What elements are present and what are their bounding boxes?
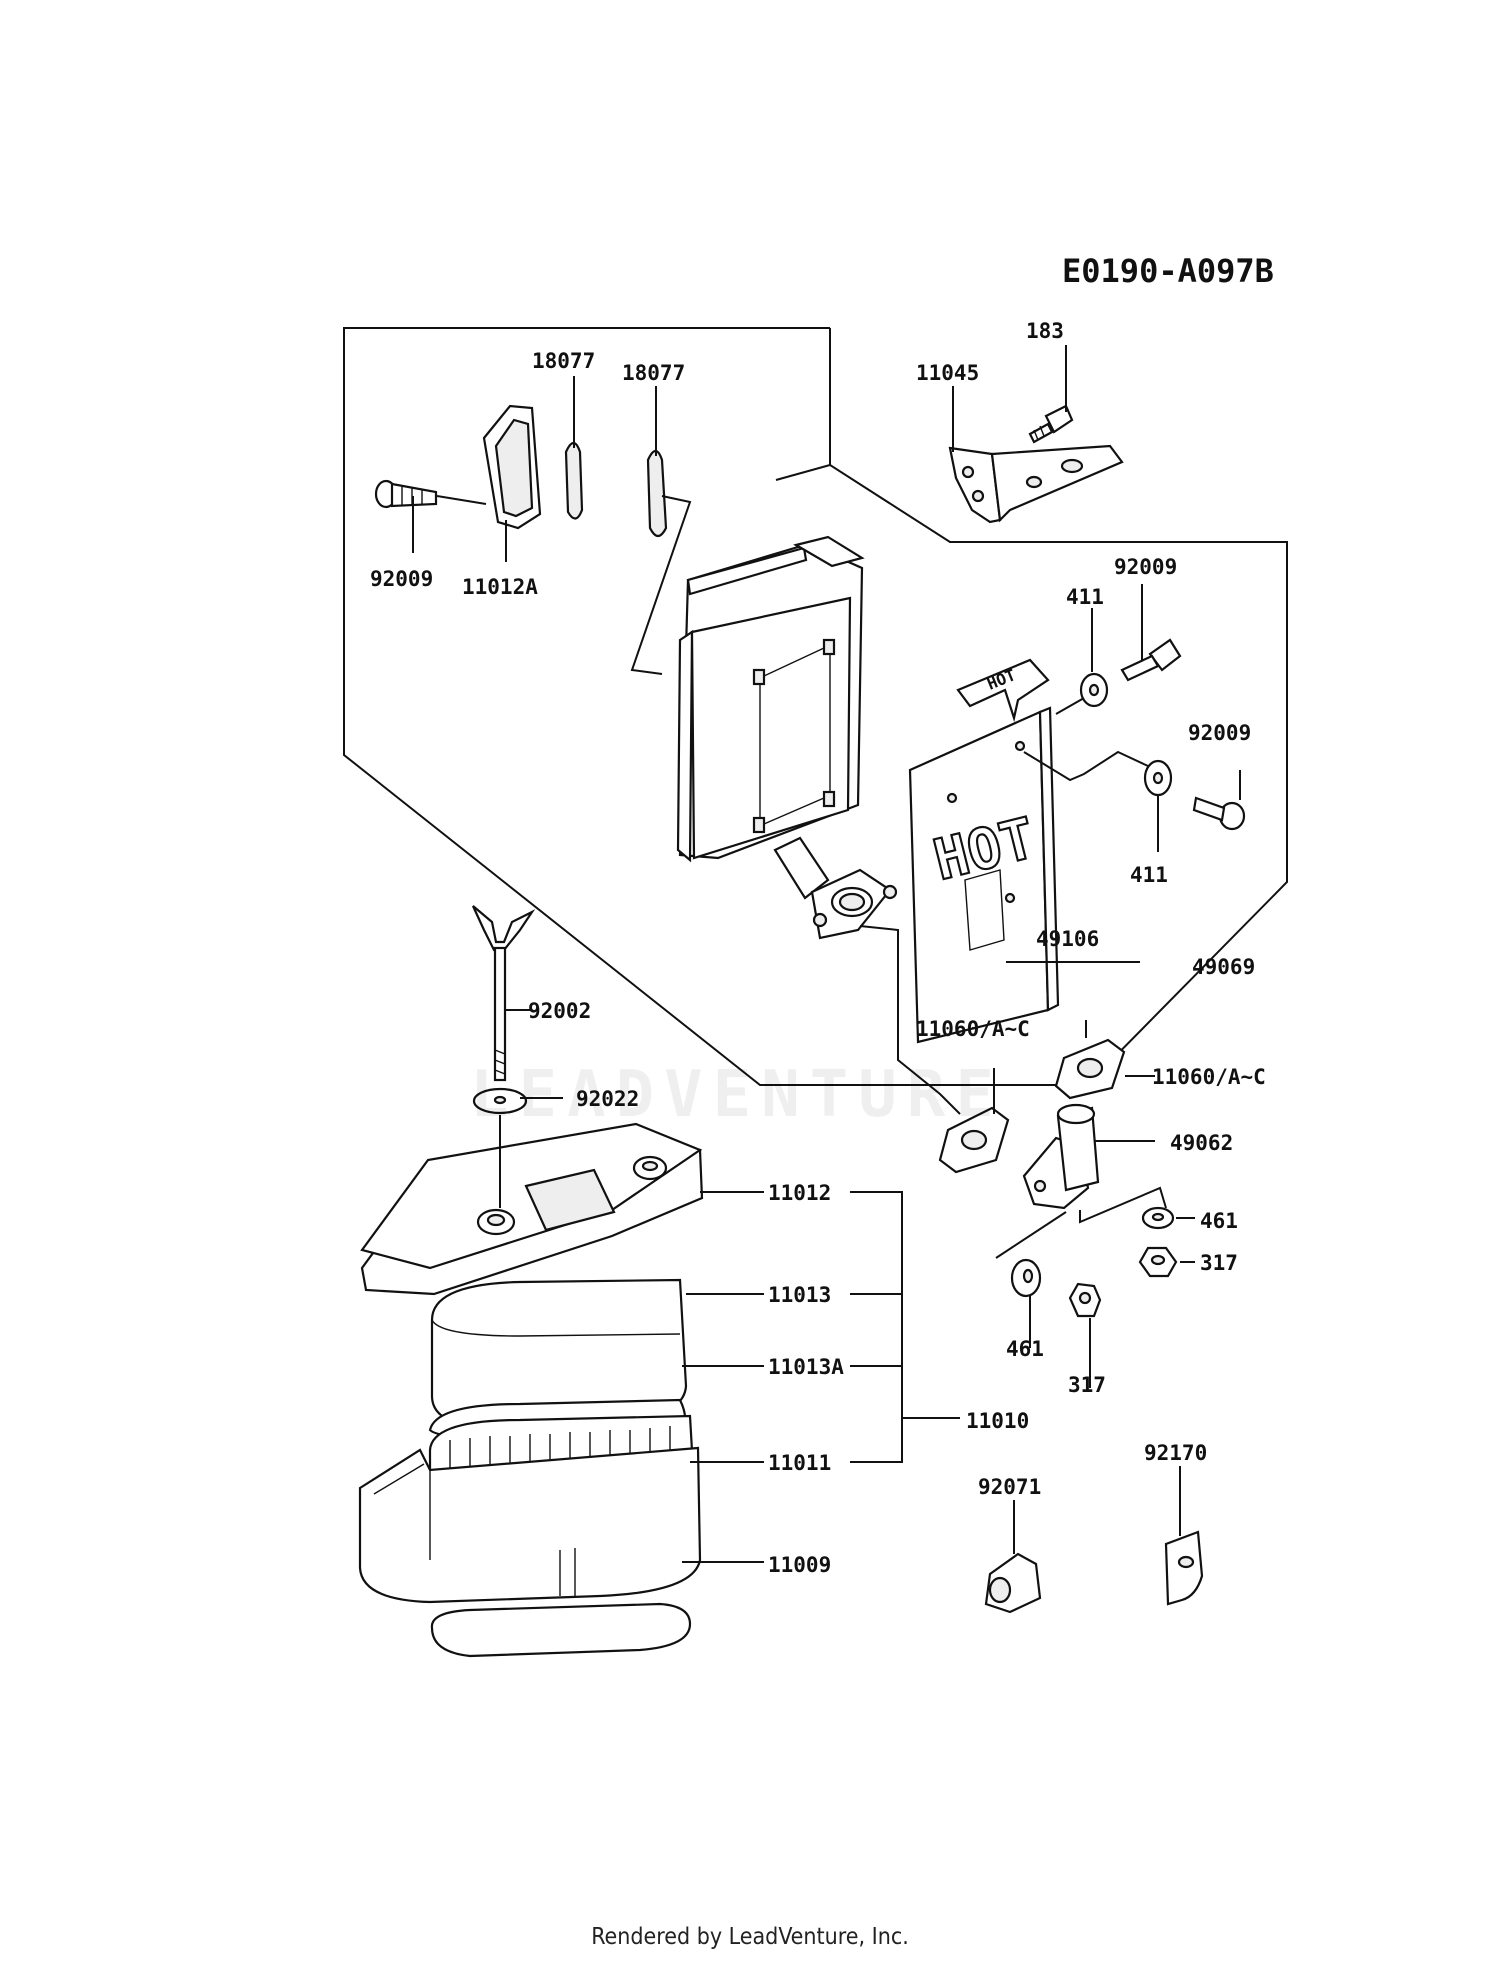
bolt-92009-right-upper: [1120, 638, 1182, 682]
label-317-left: 317: [1068, 1373, 1106, 1397]
leader-lines: [412, 345, 1241, 1563]
washer-411-upper: [1079, 672, 1109, 708]
rubber-cap-92071: [984, 1552, 1042, 1614]
footer-credit: Rendered by LeadVenture, Inc.: [591, 1924, 909, 1950]
label-18077-b: 18077: [622, 361, 685, 385]
label-11060-b: 11060/A~C: [1152, 1065, 1266, 1089]
clamp-92170: [1164, 1530, 1204, 1606]
muffler-exhaust-pipe: [773, 836, 898, 940]
lock-washer-461-left: [1010, 1258, 1042, 1298]
exhaust-pipe-joint: [1022, 1103, 1100, 1210]
label-183: 183: [1026, 319, 1064, 343]
label-92170: 92170: [1144, 1441, 1207, 1465]
label-49106: 49106: [1036, 927, 1099, 951]
label-11045: 11045: [916, 361, 979, 385]
bolt-92009-right-lower: [1192, 796, 1246, 831]
wing-bolt-92002: [472, 905, 536, 1082]
label-18077-a: 18077: [532, 349, 595, 373]
label-49062: 49062: [1170, 1131, 1233, 1155]
label-92071: 92071: [978, 1475, 1041, 1499]
nut-317-right: [1138, 1246, 1178, 1278]
label-461-left: 461: [1006, 1337, 1044, 1361]
label-92009-right-lower: 92009: [1188, 721, 1251, 745]
heat-shield: HOT HOT: [908, 658, 1060, 1044]
label-92009-right-upper: 92009: [1114, 555, 1177, 579]
watermark: LEADVENTURE: [470, 1058, 1004, 1132]
washer-92022: [472, 1087, 528, 1115]
label-11013a: 11013A: [768, 1355, 844, 1379]
lock-washer-461-right: [1141, 1206, 1175, 1230]
label-461-right: 461: [1200, 1209, 1238, 1233]
label-317-right: 317: [1200, 1251, 1238, 1275]
washer-411-lower: [1143, 759, 1173, 797]
gasket-18077-a: [564, 441, 584, 520]
label-11012: 11012: [768, 1181, 831, 1205]
label-11011: 11011: [768, 1451, 831, 1475]
label-11013: 11013: [768, 1283, 831, 1307]
diagram-code: E0190-A097B: [1062, 252, 1274, 290]
bolt-92009-left: [374, 479, 438, 509]
label-92002: 92002: [528, 999, 591, 1023]
muffler-assembly-frame: [343, 327, 1288, 1086]
label-11060-a: 11060/A~C: [916, 1017, 1030, 1041]
gasket-18077-b: [646, 449, 668, 538]
label-11010: 11010: [966, 1409, 1029, 1433]
label-11012a: 11012A: [462, 575, 538, 599]
gasket-11060-a: [938, 1106, 1010, 1174]
nut-317-left: [1068, 1282, 1102, 1318]
plate-11012a: [482, 404, 542, 530]
label-411-upper: 411: [1066, 585, 1104, 609]
air-cleaner-base: [358, 1446, 702, 1658]
muffler-bracket: [948, 444, 1124, 524]
air-cleaner-cover: [360, 1122, 704, 1296]
label-49069: 49069: [1192, 955, 1255, 979]
gasket-11060-b: [1054, 1038, 1126, 1100]
bolt-183: [1028, 404, 1074, 444]
label-92009-left: 92009: [370, 567, 433, 591]
label-11009: 11009: [768, 1553, 831, 1577]
label-92022: 92022: [576, 1087, 639, 1111]
label-411-lower: 411: [1130, 863, 1168, 887]
part-labels: 183 11045 18077 18077 92009 11012A 92009…: [370, 319, 1266, 1577]
muffler-body: [676, 535, 865, 863]
